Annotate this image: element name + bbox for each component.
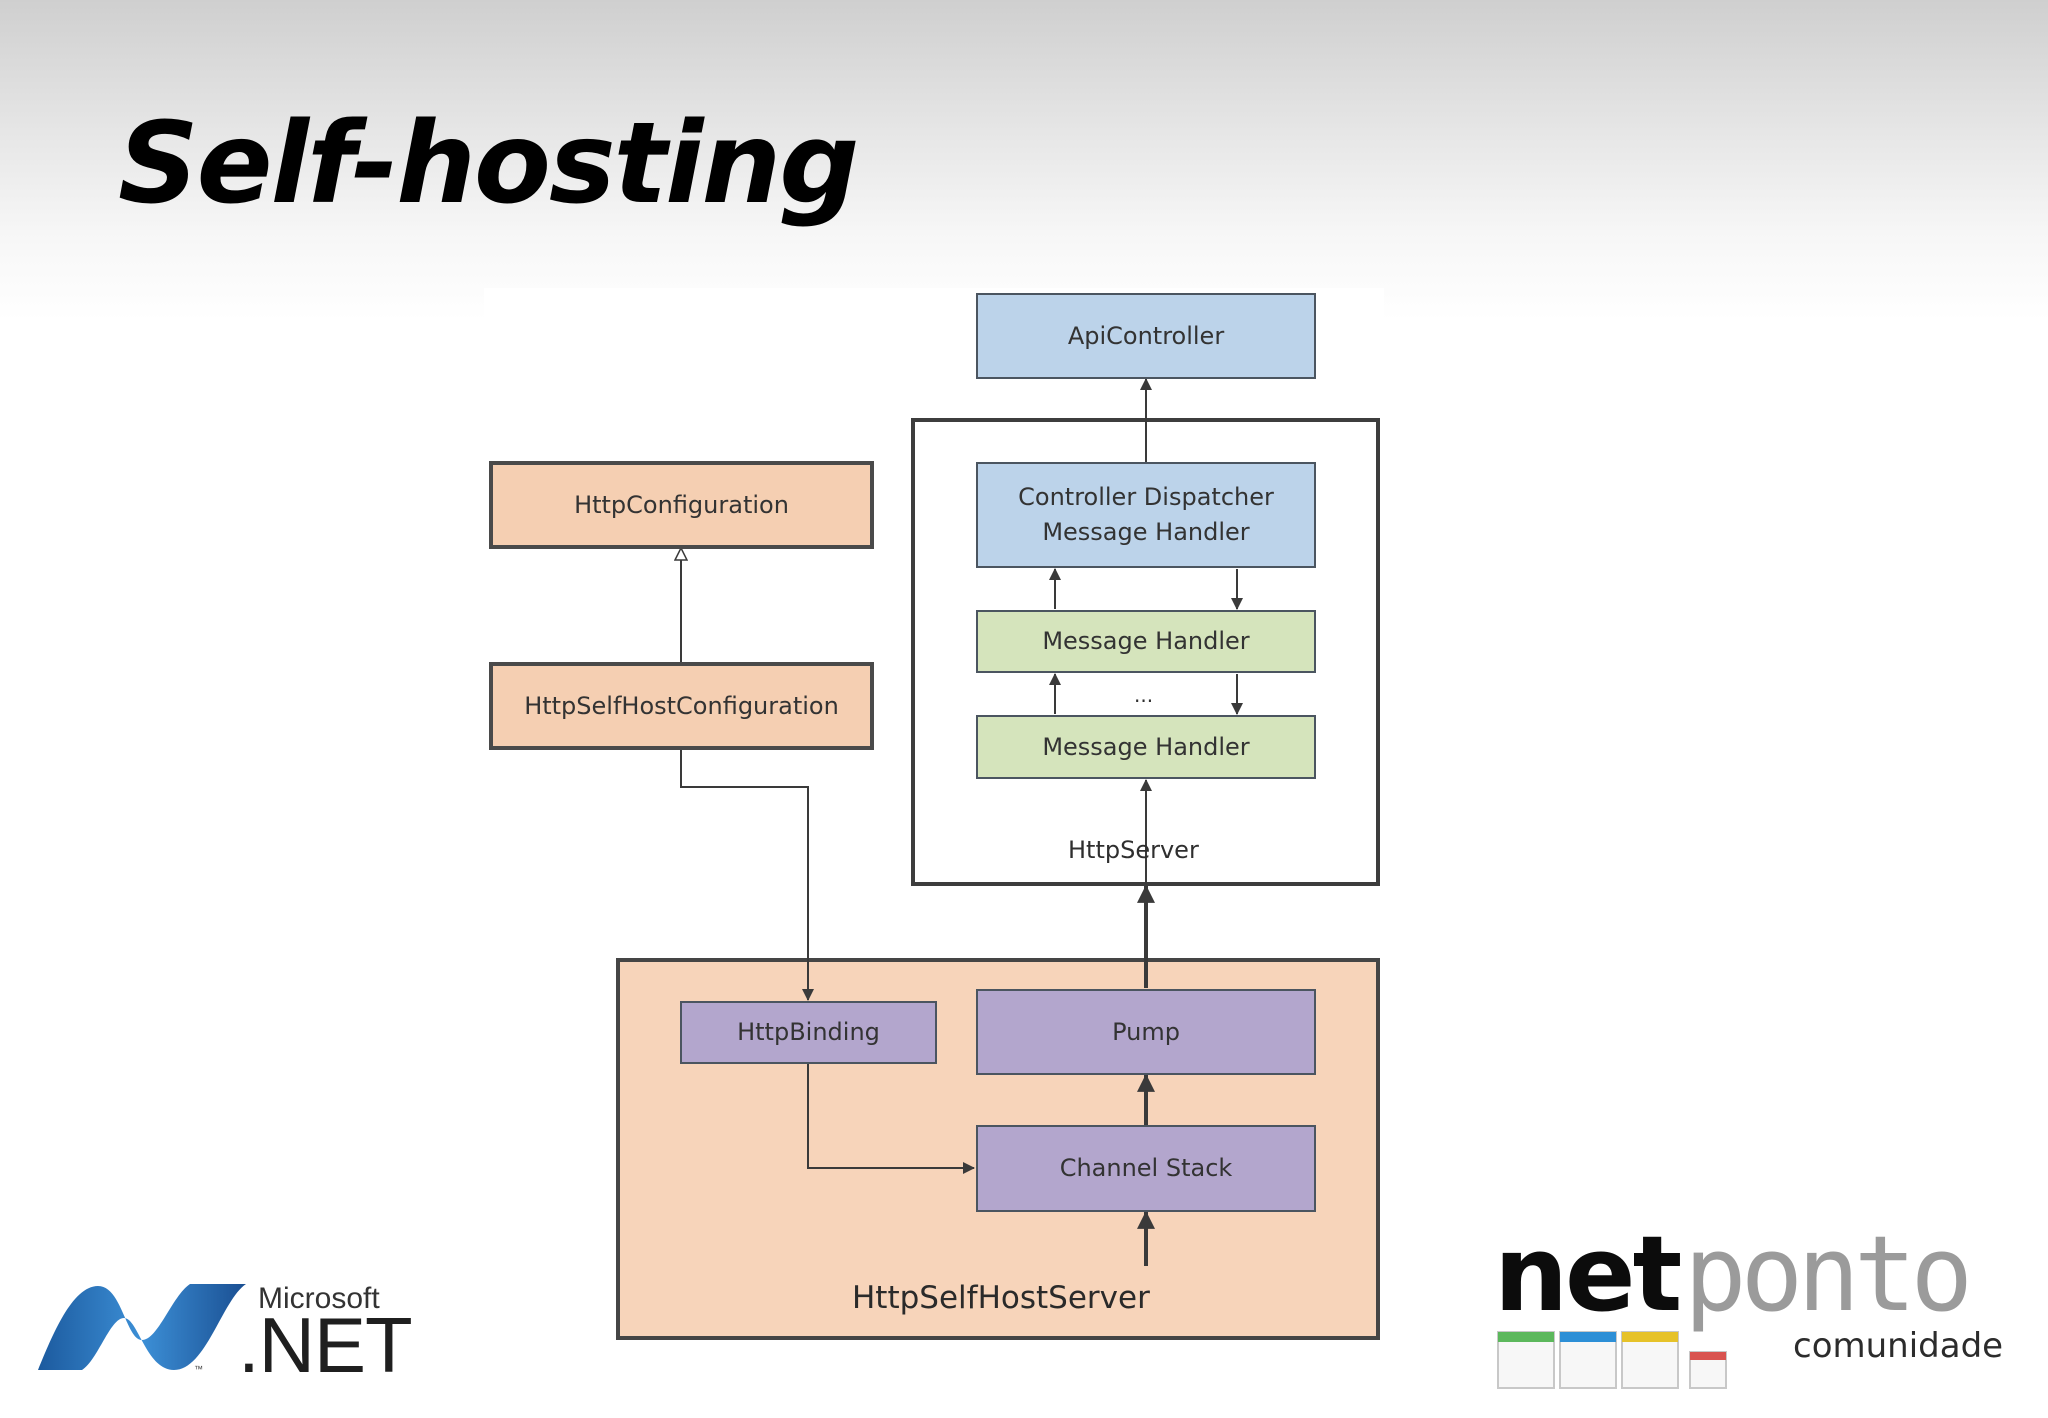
channel-stack-node: Channel Stack (976, 1125, 1316, 1212)
dotnet-name-text: .NET (238, 1301, 413, 1389)
http-configuration-node: HttpConfiguration (489, 461, 874, 549)
controller-dispatcher-label-line2: Message Handler (1042, 518, 1250, 546)
pump-node: Pump (976, 989, 1316, 1075)
dotnet-wave-icon: ™ (38, 1284, 246, 1374)
http-server-label: HttpServer (1068, 836, 1199, 864)
http-self-host-configuration-label: HttpSelfHostConfiguration (524, 691, 839, 720)
arrow-binding-to-channelstack (807, 1064, 975, 1174)
message-handler-1-label: Message Handler (1042, 627, 1250, 656)
ellipsis-label: ... (1134, 683, 1154, 707)
message-handler-2-label: Message Handler (1042, 732, 1250, 761)
controller-dispatcher-label-line1: Controller Dispatcher (1018, 483, 1274, 512)
http-binding-node: HttpBinding (680, 1001, 937, 1064)
http-self-host-configuration-node: HttpSelfHostConfiguration (489, 662, 874, 750)
channel-stack-label: Channel Stack (1059, 1154, 1233, 1183)
api-controller-node: ApiController (976, 293, 1316, 379)
dotnet-tm: ™ (194, 1364, 203, 1374)
netponto-squares-icon (1497, 1331, 1727, 1389)
http-binding-label: HttpBinding (737, 1018, 880, 1047)
slide-title: Self-hosting (118, 99, 859, 229)
arrow-selfhostconfig-to-binding (680, 749, 814, 1001)
api-controller-label: ApiController (1067, 321, 1225, 350)
message-handler-node-2: Message Handler (976, 715, 1316, 779)
message-handler-node-1: Message Handler (976, 610, 1316, 673)
dotnet-brand-text: Microsoft (258, 1282, 380, 1315)
http-self-host-server-label: HttpSelfHostServer (852, 1280, 1150, 1316)
pump-label: Pump (1112, 1017, 1180, 1046)
netponto-logo-net: net (1494, 1213, 1682, 1335)
controller-dispatcher-node: Controller Dispatcher Message Handler (976, 462, 1316, 568)
netponto-logo-subtitle: comunidade (1793, 1326, 2004, 1366)
http-configuration-label: HttpConfiguration (574, 490, 789, 519)
netponto-logo-ponto: ponto (1684, 1213, 1973, 1335)
